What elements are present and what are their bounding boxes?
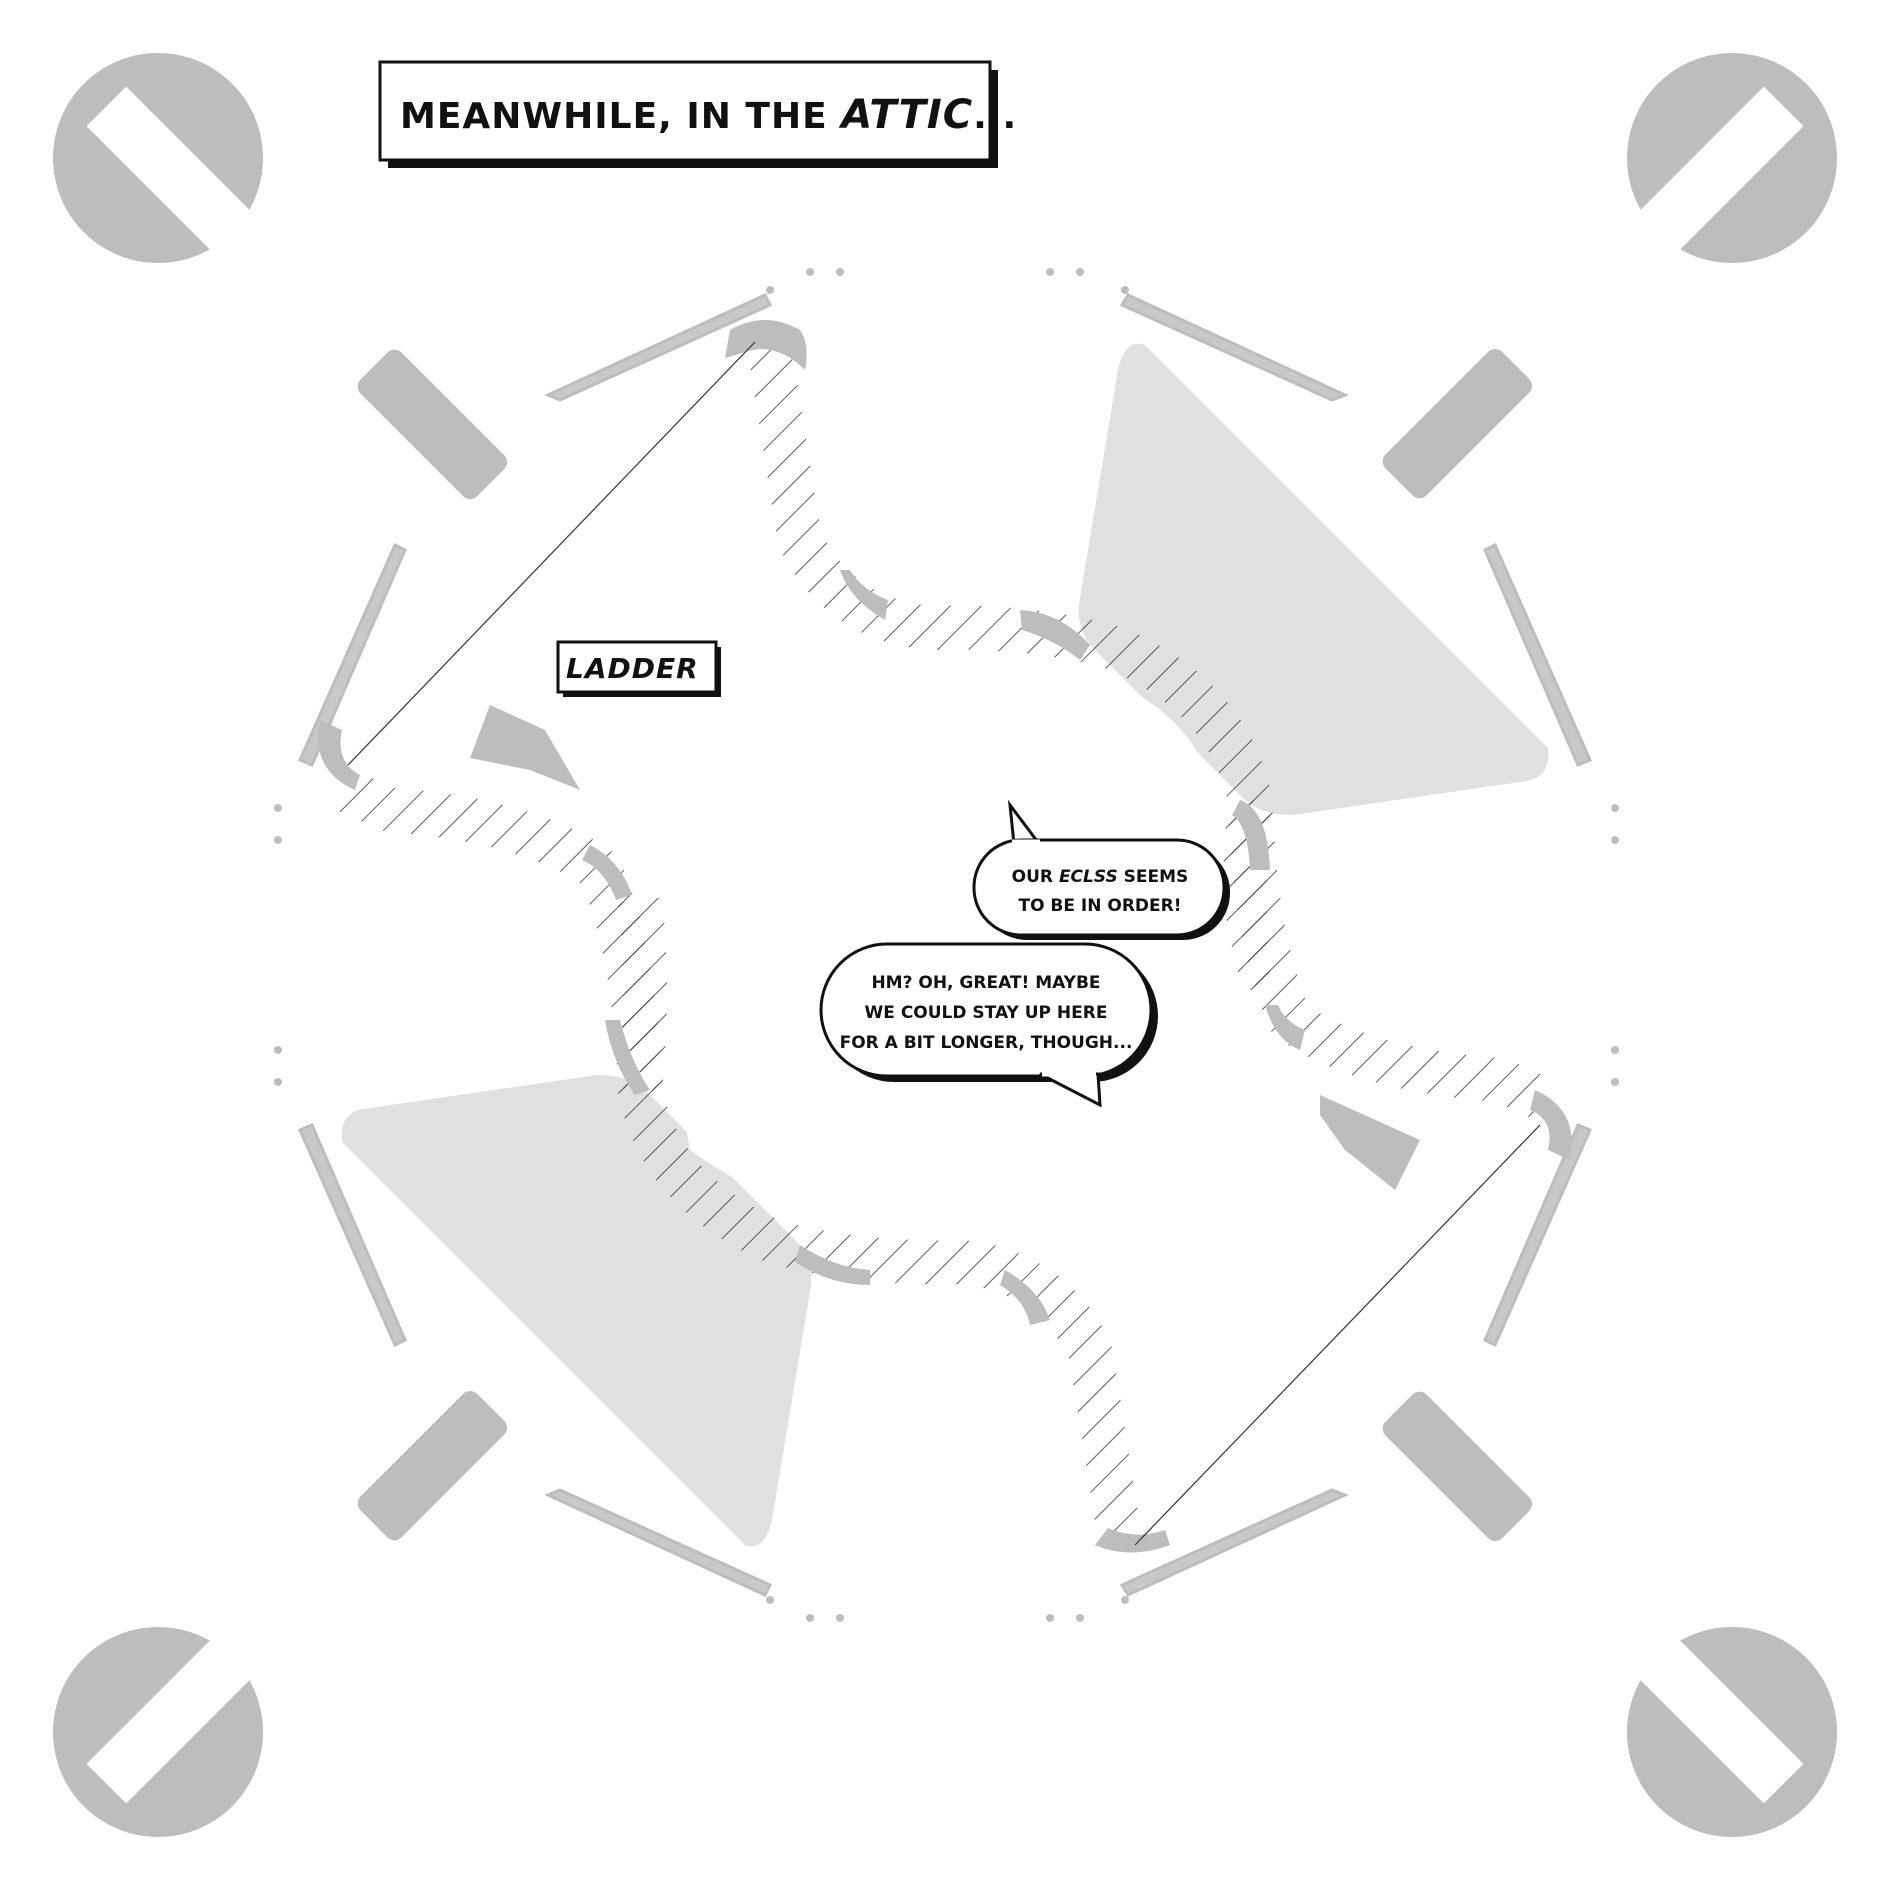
svg-text:OUR ECLSS SEEMS: OUR ECLSS SEEMS bbox=[1012, 867, 1189, 887]
bar-bottom-right bbox=[1382, 1391, 1533, 1542]
diagonal-bars bbox=[357, 348, 1533, 1542]
bar-top-left bbox=[357, 349, 508, 500]
svg-text:MEANWHILE, IN THE ATTIC...: MEANWHILE, IN THE ATTIC... bbox=[400, 92, 1017, 138]
corner-mark-bottom-right bbox=[1627, 1627, 1837, 1837]
corner-marks bbox=[53, 53, 1837, 1837]
caption-suffix: ... bbox=[973, 96, 1017, 137]
bubble-1-line1-prefix: OUR bbox=[1012, 867, 1059, 887]
wall-arcs bbox=[318, 320, 1572, 1553]
outer-wall-strips bbox=[298, 293, 1592, 1597]
bubble-2-line1: HM? OH, GREAT! MAYBE bbox=[871, 973, 1100, 993]
caption-prefix: MEANWHILE, IN THE bbox=[400, 96, 841, 137]
bar-top-right bbox=[1382, 348, 1533, 499]
central-corridor bbox=[336, 346, 1554, 1544]
corner-mark-top-left bbox=[53, 53, 263, 263]
corner-mark-bottom-left bbox=[53, 1627, 263, 1837]
bubble-1-line2: TO BE IN ORDER! bbox=[1018, 896, 1181, 916]
bar-bottom-left bbox=[357, 1390, 508, 1541]
ladder-label-text: LADDER bbox=[566, 652, 699, 685]
fixture-upper-left bbox=[470, 705, 580, 790]
fixture-lower-right bbox=[1320, 1095, 1420, 1190]
caption-box: MEANWHILE, IN THE ATTIC... bbox=[378, 60, 1017, 168]
speech-bubble-1: OUR ECLSS SEEMS TO BE IN ORDER! bbox=[972, 799, 1230, 940]
boundary-dots bbox=[274, 268, 1619, 1622]
bubble-1-line1-suffix: SEEMS bbox=[1118, 867, 1189, 887]
corridor-band bbox=[748, 346, 1554, 1121]
caption-emphasis: ATTIC bbox=[838, 92, 973, 138]
corner-mark-top-right bbox=[1627, 53, 1837, 263]
bubble-2-line3: FOR A BIT LONGER, THOUGH... bbox=[840, 1033, 1133, 1053]
bubble-1-emphasis: ECLSS bbox=[1059, 867, 1118, 887]
bubble-2-line2: WE COULD STAY UP HERE bbox=[865, 1003, 1108, 1023]
speech-bubble-2: HM? OH, GREAT! MAYBE WE COULD STAY UP HE… bbox=[819, 942, 1158, 1108]
ladder-lines bbox=[347, 341, 1541, 1546]
ladder-label: LADDER bbox=[556, 640, 721, 697]
fixtures bbox=[470, 705, 1420, 1190]
